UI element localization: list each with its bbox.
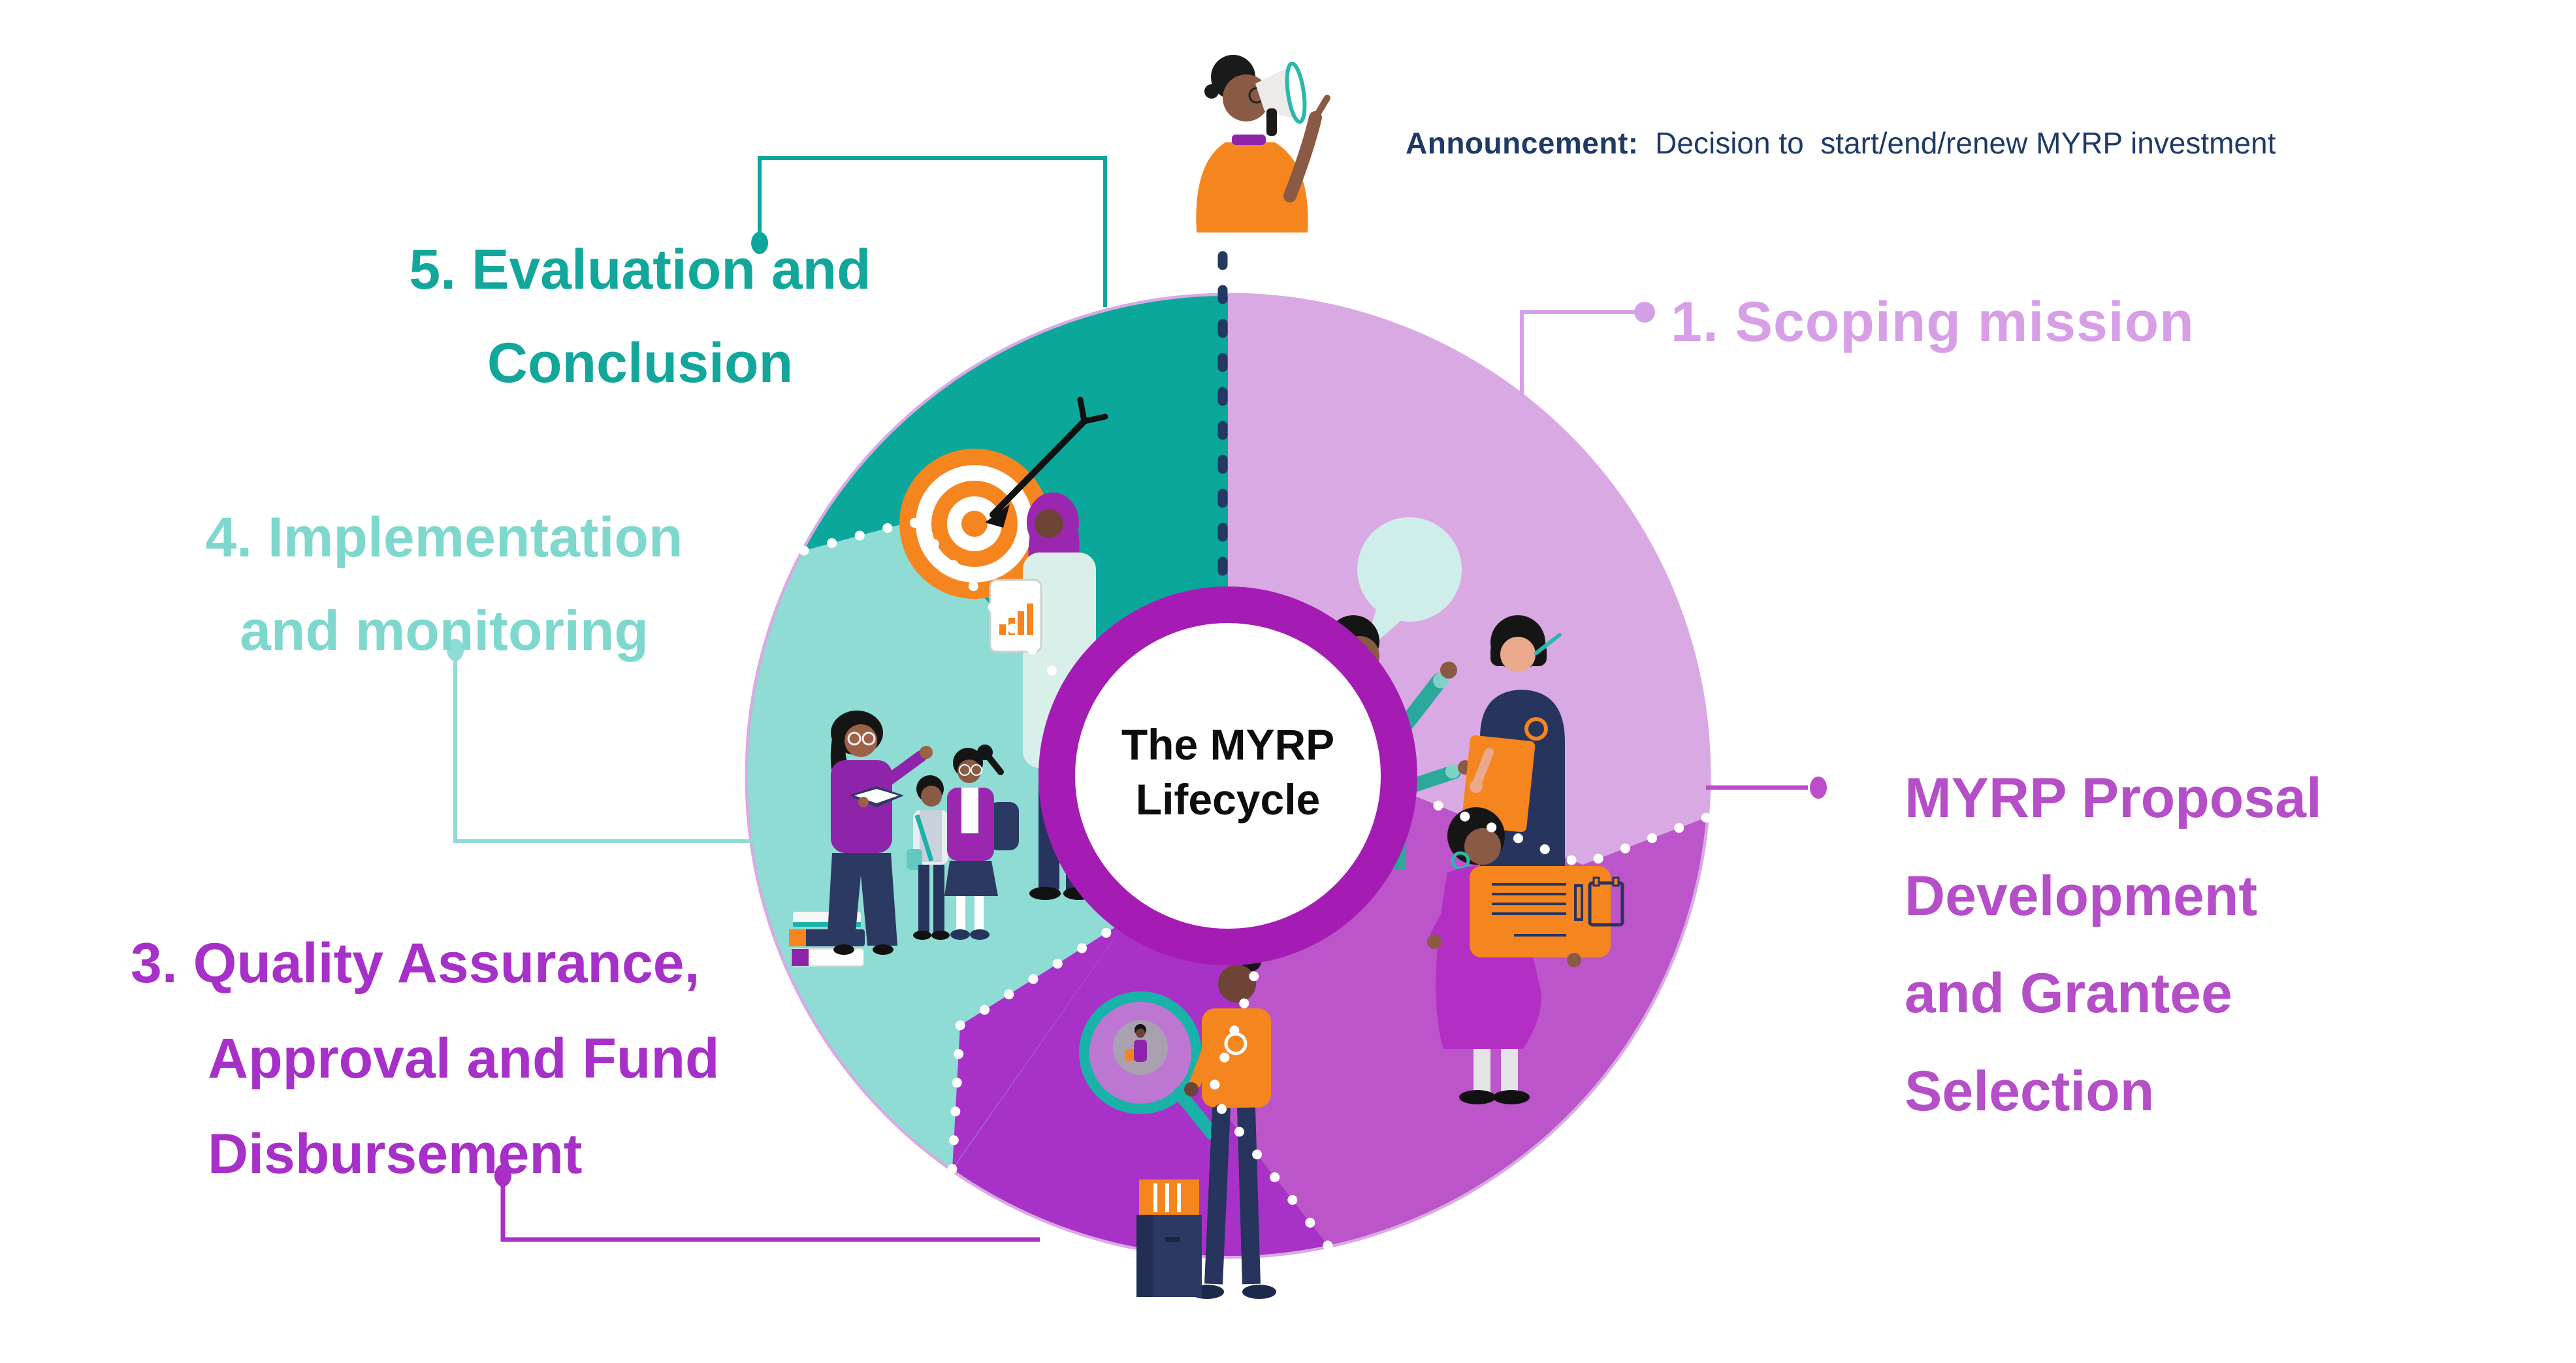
announcement-body: Decision to start/end/renew MYRP investm… xyxy=(1638,126,2276,160)
stage-2-line: MYRP Proposal xyxy=(1905,767,2322,829)
stage-3-line: Disbursement xyxy=(208,1123,583,1186)
stage-2-line: Development xyxy=(1905,864,2258,927)
pencil-icon xyxy=(1574,884,1583,921)
stage-4-line: and monitoring xyxy=(240,599,649,662)
dartboard-icon xyxy=(899,449,1050,599)
announcement-label: Announcement: xyxy=(1406,126,1639,160)
magnifier-person-icon xyxy=(1079,952,1276,1299)
center-title-line: The MYRP xyxy=(1121,720,1335,769)
megaphone-icon xyxy=(1255,61,1307,136)
stage-2-label: MYRP Proposal Development and Grantee Se… xyxy=(1905,750,2322,1141)
magnifying-glass-icon xyxy=(1079,991,1219,1140)
dotted-boundary-4-5 xyxy=(799,515,1078,699)
teacher-students-icon xyxy=(789,711,1019,967)
connector-stage-3 xyxy=(494,1164,1040,1242)
center-title-line: Lifecycle xyxy=(1135,775,1321,824)
chevron-notch-3-4 xyxy=(952,920,1127,1169)
megaphone-person-icon xyxy=(1196,55,1330,233)
connector-dot-4 xyxy=(447,639,464,661)
connector-dot-5 xyxy=(751,232,768,254)
notepad-icon xyxy=(1588,881,1624,927)
connector-dot-1 xyxy=(1634,302,1655,323)
dotted-boundary-1-2 xyxy=(1397,786,1711,871)
announcement-text: Announcement: Decision to start/end/rene… xyxy=(1406,125,2276,161)
stage-1-label: 1. Scoping mission xyxy=(1671,274,2195,371)
dotted-boundary-3-4 xyxy=(947,914,1133,1174)
arrow-icon xyxy=(985,396,1108,528)
center-ring xyxy=(1038,586,1417,965)
wheel-outline xyxy=(745,293,1711,1259)
binder-box-icon xyxy=(1136,1179,1202,1297)
stage-5-line: 5. Evaluation and xyxy=(409,238,871,301)
stage-2-line: and Grantee xyxy=(1905,962,2232,1025)
stage-5-label: 5. Evaluation and Conclusion xyxy=(340,223,941,410)
connector-stage-1 xyxy=(1520,302,1655,396)
connector-stage-2 xyxy=(1706,777,1827,799)
connector-dot-3 xyxy=(494,1164,511,1187)
connector-stage-5 xyxy=(751,156,1107,307)
stage-3-label: 3. Quality Assurance, Approval and Fund … xyxy=(131,916,720,1202)
tablet-chart-icon xyxy=(989,579,1042,653)
connector-stage-4 xyxy=(447,639,755,843)
stage-4-line: 4. Implementation xyxy=(205,506,683,569)
stage-3-line: 3. Quality Assurance, xyxy=(131,932,700,995)
stage-4-label: 4. Implementation and monitoring xyxy=(144,491,745,678)
stage-1-line: 1. Scoping mission xyxy=(1671,291,2195,353)
proposal-board-icon xyxy=(1470,866,1624,957)
stage-3-line: Approval and Fund xyxy=(208,1027,720,1091)
connector-dot-2 xyxy=(1810,777,1827,799)
stage-5-line: Conclusion xyxy=(487,331,794,394)
stage-2-line: Selection xyxy=(1905,1059,2155,1123)
proposal-board-person-icon xyxy=(1427,807,1624,1104)
wheel-center-title: The MYRP Lifecycle xyxy=(1071,717,1385,827)
